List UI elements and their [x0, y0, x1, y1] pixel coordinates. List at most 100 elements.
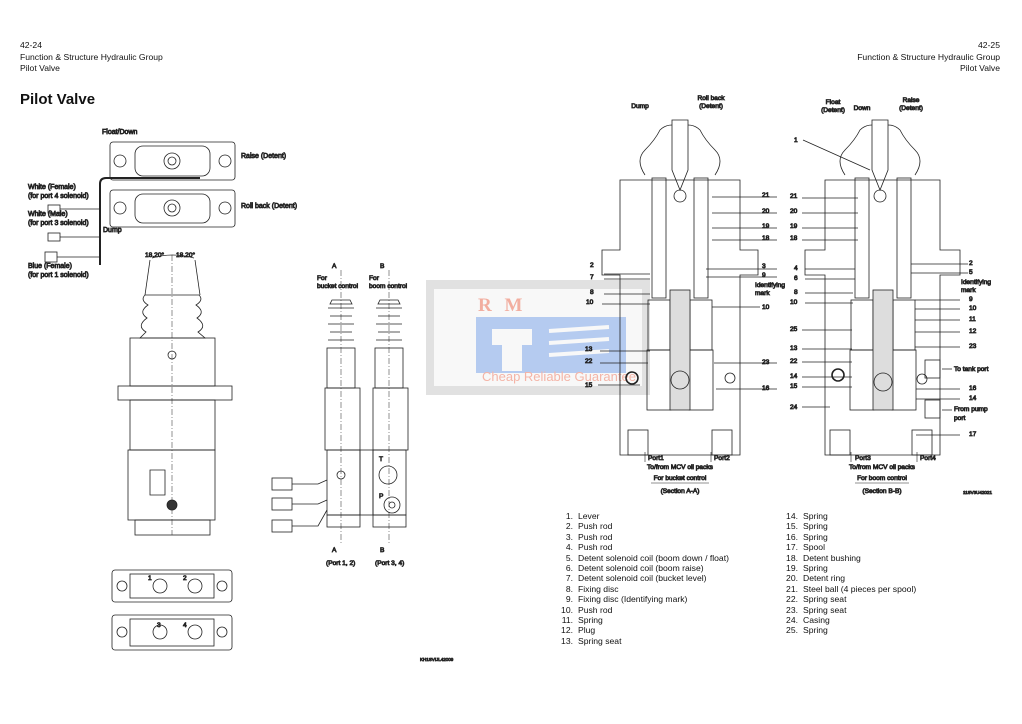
boom-control-label: boom control — [369, 283, 408, 290]
callout: 20 — [790, 208, 798, 215]
bb-down-label: Down — [854, 105, 871, 112]
part-number: 16. — [786, 531, 798, 542]
lever-side-view-drawing — [117, 294, 233, 536]
part-number: 10. — [561, 604, 573, 615]
part-number: 19. — [786, 563, 798, 574]
bb-callouts: 1 21 20 19 18 4 6 8 10 25 13 22 14 15 24… — [790, 137, 977, 439]
callout: 19 — [762, 223, 770, 230]
part-number: 15. — [786, 521, 798, 532]
list-item: 9.Fixing disc (Identifying mark) — [558, 594, 729, 604]
part-number: 5. — [565, 552, 573, 563]
part-name: Spring seat — [803, 604, 847, 615]
callout: 1 — [794, 137, 798, 144]
callout: 6 — [794, 275, 798, 282]
part-name: Spring — [803, 625, 828, 636]
part-name: Push rod — [578, 531, 613, 542]
callout: 19 — [790, 223, 798, 230]
aa-for-control-label: For bucket control — [654, 475, 707, 482]
part-name: Detent solenoid coil (boom down / float) — [578, 552, 729, 563]
aa-to-from-label: To/from MCV oil packs — [647, 464, 714, 471]
list-item: 22.Spring seat — [783, 594, 916, 604]
part-number: 21. — [786, 583, 798, 594]
list-item: 18.Detent bushing — [783, 553, 916, 563]
callout: 23 — [969, 343, 977, 350]
callout: 14 — [969, 395, 977, 402]
list-item: 11.Spring — [558, 615, 729, 625]
part-number: 1. — [565, 511, 573, 521]
list-item: 20.Detent ring — [783, 573, 916, 583]
callout: 10 — [969, 305, 977, 312]
part-number: 24. — [786, 615, 798, 626]
subsection-name: Pilot Valve — [20, 63, 60, 73]
part-number: 22. — [786, 594, 798, 605]
page-number: 42-24 — [20, 40, 42, 50]
ports-12-label: (Port 1, 2) — [326, 560, 355, 567]
aa-section-label: (Section A-A) — [661, 488, 700, 495]
part-name: Detent solenoid coil (boom raise) — [578, 563, 704, 574]
list-item: 1.Lever — [558, 511, 729, 521]
part-number: 18. — [786, 552, 798, 563]
part-number: 3. — [565, 531, 573, 542]
callout: 8 — [590, 289, 594, 296]
aa-roll-back-label: Roll back — [697, 95, 725, 102]
callout: 18 — [762, 235, 770, 242]
callout: 2 — [969, 260, 973, 267]
list-item: 24. Casing — [783, 615, 916, 625]
bb-raise-label: Raise — [903, 97, 920, 104]
callout: 16 — [969, 385, 977, 392]
bb-section-label: (Section B-B) — [862, 488, 901, 495]
figure-code-left: KH1SVIJL42009 — [420, 657, 454, 662]
part-number: 9. — [565, 594, 573, 605]
to-tank-port-label: To tank port — [954, 366, 989, 373]
aa-callouts: 21 20 19 18 2 7 8 10 13 22 15 3 9 10 23 … — [585, 192, 770, 393]
port-p-label: P — [379, 493, 384, 500]
callout: 21 — [762, 192, 770, 199]
list-item: 5. Detent solenoid coil (boom down / floa… — [558, 553, 729, 563]
blue-female-port-label: (for port 1 solenoid) — [28, 272, 89, 279]
watermark-logo-icon — [476, 317, 626, 373]
parts-list-column-2: 14.Spring 15.Spring 16.Spring 17.Spool 1… — [783, 511, 916, 636]
port1-label: Port1 — [648, 455, 664, 462]
parts-list-column-1: 1.Lever 2.Push rod 3.Push rod 4.Push rod… — [558, 511, 729, 646]
list-item: 6. Detent solenoid coil (boom raise) — [558, 563, 729, 573]
callout: 4 — [794, 265, 798, 272]
part-number: 23. — [786, 604, 798, 615]
bb-identifying-label: Identifying — [961, 279, 991, 286]
list-item: 3. Push rod — [558, 532, 729, 542]
base-plate-drawing — [111, 569, 233, 651]
page-number: 42-25 — [978, 40, 1000, 50]
white-male-label: White (Male) — [28, 211, 68, 218]
part-number: 14. — [786, 511, 798, 521]
part-name: Steel ball (4 pieces per spool) — [803, 583, 917, 594]
list-item: 25.Spring — [783, 625, 916, 635]
bb-mark-label: mark — [961, 287, 976, 294]
callout: 22 — [790, 358, 798, 365]
white-male-port-label: (for port 3 solenoid) — [28, 220, 89, 227]
list-item: 21. Steel ball (4 pieces per spool) — [783, 584, 916, 594]
callout: 24 — [790, 404, 798, 411]
part-number: 4. — [565, 542, 573, 553]
section-name: Function & Structure Hydraulic Group — [20, 51, 163, 62]
base-port-3: 3 — [157, 622, 161, 629]
part-name: Push rod — [578, 604, 613, 615]
figure-code-right: 11SV3U42021 — [963, 490, 992, 495]
part-name: Casing — [803, 615, 830, 626]
callout: 16 — [762, 385, 770, 392]
blue-female-label: Blue (Female) — [28, 263, 72, 270]
angle-right-label: 18.20° — [176, 251, 196, 259]
callout: 11 — [969, 316, 976, 323]
list-item: 15.Spring — [783, 521, 916, 531]
part-name: Push rod — [578, 521, 613, 532]
part-number: 7. — [565, 573, 573, 584]
aa-identifying-label: Identifying — [755, 282, 785, 289]
port4-label: Port4 — [920, 455, 936, 462]
callout: 15 — [790, 383, 798, 390]
section-a-marker-bottom: A — [332, 547, 337, 554]
white-female-label: White (Female) — [28, 184, 76, 191]
list-item: 7.Detent solenoid coil (bucket level) — [558, 573, 729, 583]
port-t-label: T — [379, 456, 383, 463]
part-number: 6. — [565, 563, 573, 574]
part-name: Spool — [803, 542, 825, 553]
angle-left-label: 18.20° — [145, 251, 165, 259]
callout: 10 — [586, 299, 594, 306]
